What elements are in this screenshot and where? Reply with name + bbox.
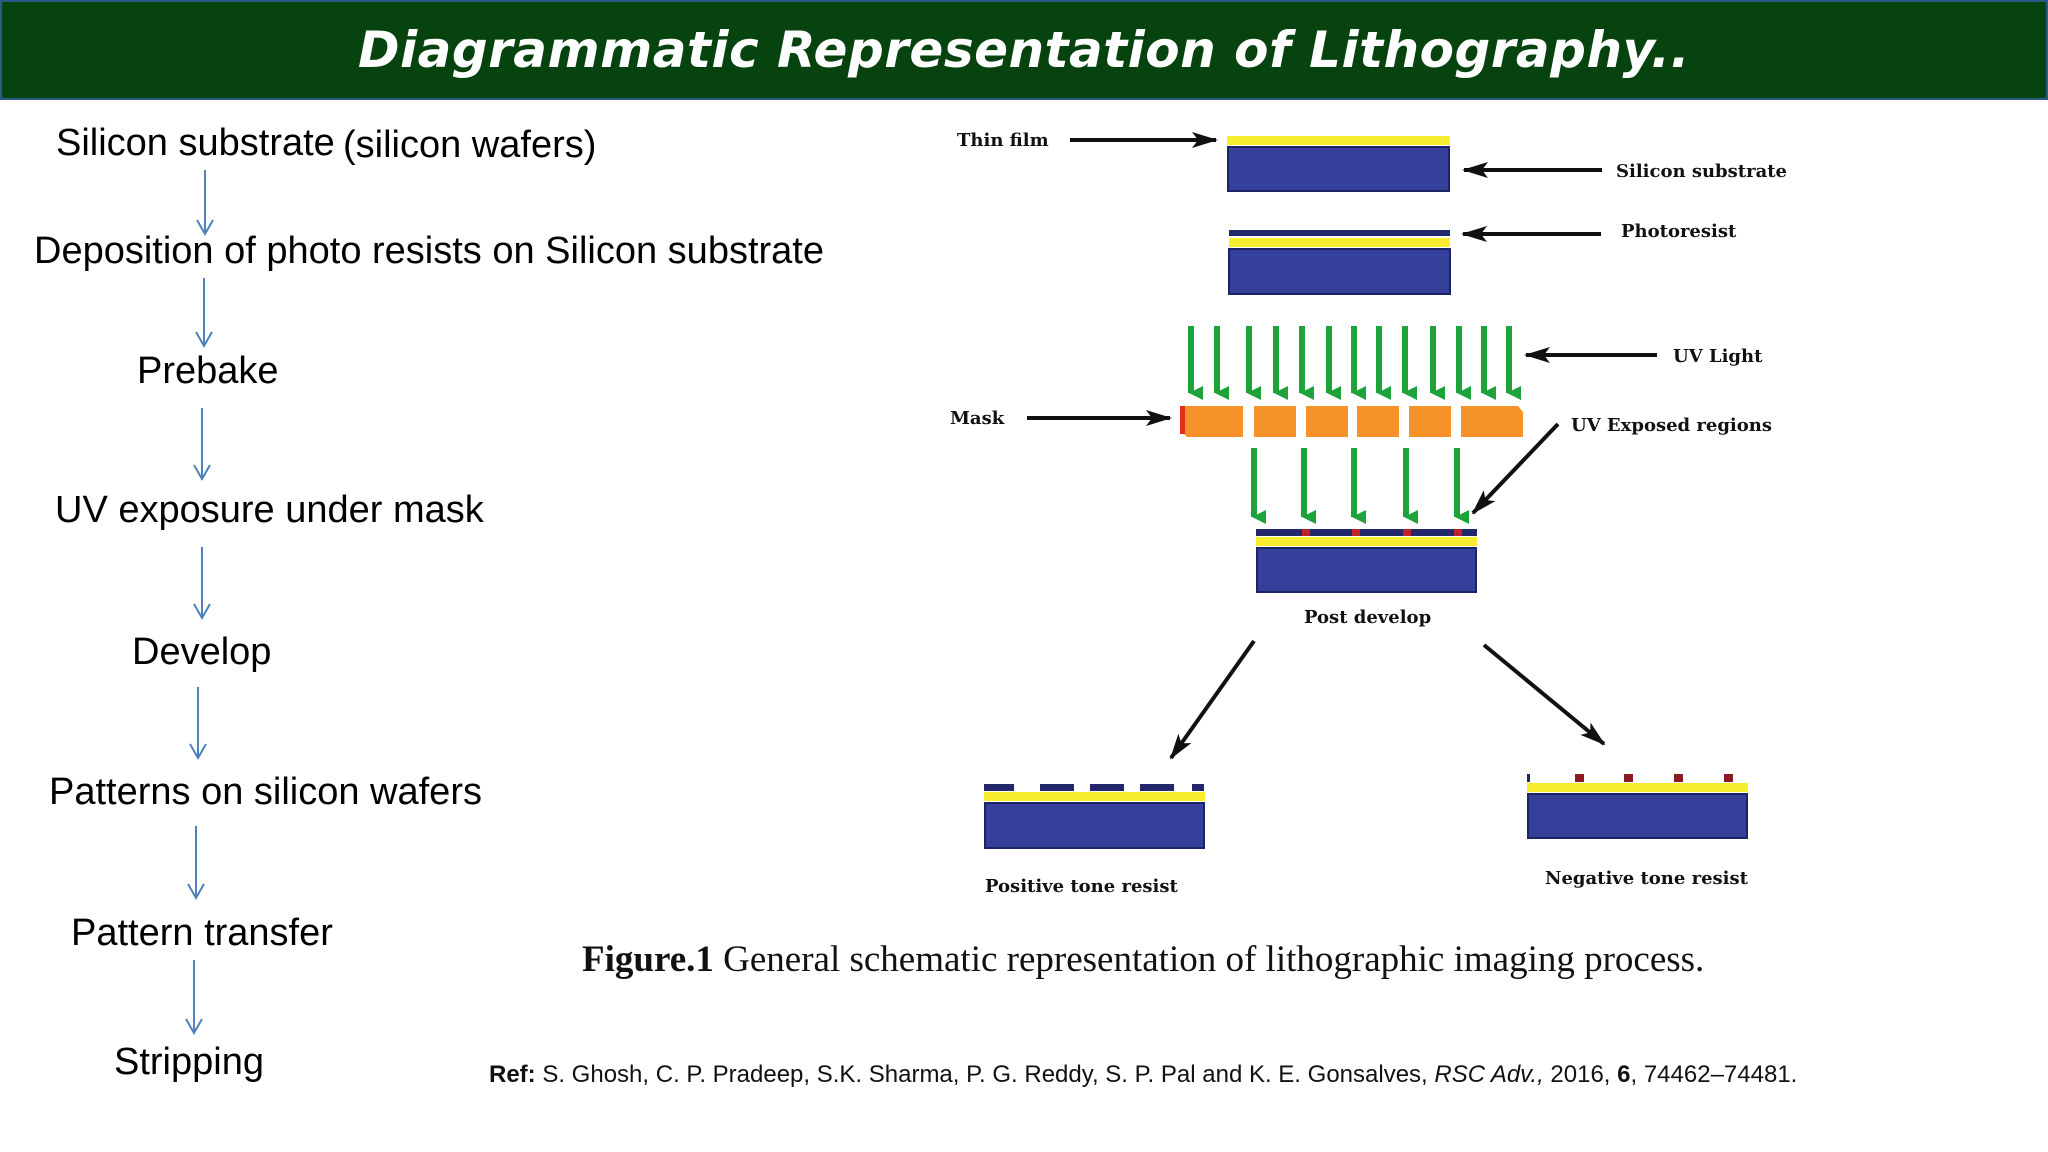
positive-substrate bbox=[984, 802, 1205, 849]
ref-year: 2016, bbox=[1543, 1061, 1618, 1088]
photoresist-film bbox=[1229, 238, 1450, 247]
mask-segment bbox=[1254, 406, 1296, 437]
mask-segment bbox=[1461, 406, 1523, 437]
title-bar: Diagrammatic Representation of Lithograp… bbox=[0, 0, 2048, 100]
post-develop-film bbox=[1256, 537, 1477, 546]
label-thin-film: Thin film bbox=[957, 130, 1049, 151]
negative-substrate bbox=[1527, 793, 1748, 839]
step-silicon-substrate: Silicon substrate bbox=[56, 122, 335, 164]
negative-resist-dot bbox=[1575, 774, 1584, 782]
label-photoresist: Photoresist bbox=[1621, 221, 1737, 242]
ref-authors: S. Ghosh, C. P. Pradeep, S.K. Sharma, P.… bbox=[535, 1061, 1435, 1088]
thin-film-layer bbox=[1227, 136, 1450, 145]
photoresist-top bbox=[1229, 230, 1450, 236]
exposed-dot bbox=[1403, 529, 1411, 536]
uv-light-arrows bbox=[1188, 326, 1521, 400]
step-prebake: Prebake bbox=[137, 350, 279, 392]
mask-segment bbox=[1409, 406, 1451, 437]
label-mask: Mask bbox=[950, 408, 1005, 429]
silicon-substrate-block bbox=[1227, 146, 1450, 192]
ref-pages: , 74462–74481. bbox=[1630, 1061, 1798, 1088]
step-deposition: Deposition of photo resists on Silicon s… bbox=[34, 230, 824, 272]
exposure-arrows bbox=[1251, 448, 1469, 524]
slide-title: Diagrammatic Representation of Lithograp… bbox=[357, 21, 1691, 79]
label-uv-exposed: UV Exposed regions bbox=[1571, 415, 1772, 436]
arrow-to-positive bbox=[1169, 639, 1256, 760]
positive-film bbox=[984, 792, 1205, 801]
label-post-develop: Post develop bbox=[1304, 607, 1431, 628]
stage-thin-film: Thin film Silicon substrate bbox=[957, 130, 1787, 192]
label-silicon-substrate: Silicon substrate bbox=[1616, 161, 1787, 182]
negative-resist-dot bbox=[1624, 774, 1633, 782]
photoresist-substrate bbox=[1228, 248, 1451, 295]
negative-resist-dot bbox=[1724, 774, 1733, 782]
step-patterns: Patterns on silicon wafers bbox=[49, 771, 482, 813]
label-negative-tone: Negative tone resist bbox=[1545, 868, 1749, 889]
mask-segment bbox=[1180, 406, 1243, 437]
caption-text: General schematic representation of lith… bbox=[713, 939, 1705, 980]
uv-exposed-arrow bbox=[1471, 422, 1560, 515]
mask-bar bbox=[1180, 406, 1523, 437]
stage-photoresist: Photoresist bbox=[1228, 221, 1737, 295]
flow-arrow-6 bbox=[187, 826, 205, 901]
reference: Ref: S. Ghosh, C. P. Pradeep, S.K. Sharm… bbox=[489, 1061, 1797, 1089]
positive-resist-segment bbox=[1090, 784, 1124, 791]
flow-arrow-2 bbox=[195, 278, 213, 349]
step-pattern-transfer: Pattern transfer bbox=[71, 912, 333, 954]
negative-resist-dot bbox=[1527, 774, 1530, 782]
stage-uv-mask: UV Light Mask bbox=[950, 326, 1763, 437]
flow-arrow-4 bbox=[193, 547, 211, 621]
step-stripping: Stripping bbox=[114, 1041, 264, 1083]
step-develop: Develop bbox=[132, 631, 272, 673]
exposed-dot bbox=[1454, 529, 1462, 536]
figure-caption: Figure.1 General schematic representatio… bbox=[582, 938, 1704, 981]
flow-arrow-3 bbox=[193, 408, 211, 482]
caption-label: Figure.1 bbox=[582, 939, 714, 980]
step-silicon-wafers: (silicon wafers) bbox=[343, 124, 597, 166]
step-uv-exposure: UV exposure under mask bbox=[55, 489, 484, 531]
positive-resist-segment bbox=[984, 784, 1014, 791]
label-positive-tone: Positive tone resist bbox=[985, 876, 1179, 897]
ref-label: Ref: bbox=[489, 1061, 536, 1088]
flow-arrow-5 bbox=[189, 687, 207, 761]
exposed-dot bbox=[1302, 529, 1310, 536]
flow-arrows bbox=[185, 170, 214, 1036]
flow-arrow-1 bbox=[196, 170, 214, 237]
negative-film bbox=[1527, 783, 1748, 792]
ref-journal: RSC Adv., bbox=[1434, 1061, 1544, 1088]
flow-arrow-7 bbox=[185, 960, 203, 1036]
positive-resist-segment bbox=[1040, 784, 1074, 791]
stage-negative-tone: Negative tone resist bbox=[1527, 774, 1749, 889]
positive-resist-segment bbox=[1192, 784, 1204, 791]
stage-post-develop: UV Exposed regions Post develop bbox=[1169, 415, 1772, 760]
mask-segment bbox=[1306, 406, 1348, 437]
label-uv-light: UV Light bbox=[1673, 346, 1763, 367]
stage-positive-tone: Positive tone resist bbox=[984, 784, 1205, 897]
ref-volume: 6 bbox=[1617, 1061, 1631, 1088]
positive-resist-segment bbox=[1140, 784, 1174, 791]
mask-edge bbox=[1180, 406, 1185, 434]
exposed-dot bbox=[1352, 529, 1360, 536]
post-develop-substrate bbox=[1256, 547, 1477, 593]
mask-segment bbox=[1357, 406, 1399, 437]
negative-resist-dot bbox=[1674, 774, 1683, 782]
exposed-resist-layer bbox=[1256, 529, 1477, 536]
arrow-to-negative bbox=[1482, 643, 1606, 746]
